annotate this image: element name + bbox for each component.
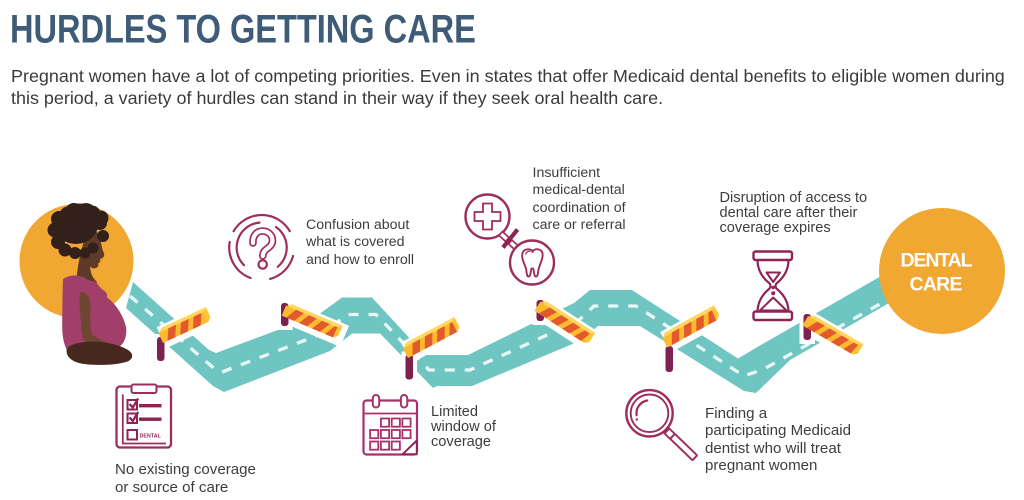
svg-text:HURDLES TO GETTING CARE: HURDLES TO GETTING CARE: [10, 6, 476, 51]
svg-text:DENTAL: DENTAL: [901, 250, 973, 272]
svg-text:DENTAL: DENTAL: [140, 434, 162, 440]
svg-text:CARE: CARE: [910, 273, 963, 295]
